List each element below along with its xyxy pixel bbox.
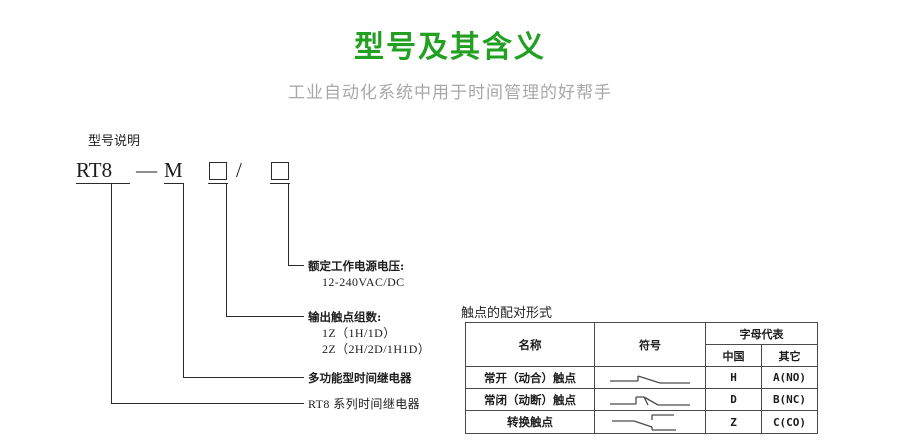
no-contact-icon xyxy=(610,374,690,384)
table-header-row-2: 中国 其它 xyxy=(466,344,818,367)
callout-output-contacts-title: 输出触点组数: xyxy=(308,310,382,324)
header-other: 其它 xyxy=(761,344,818,367)
code-type: M xyxy=(164,158,183,182)
callout-multifunction-timer: 多功能型时间继电器 xyxy=(308,371,412,385)
row-nc-other: B(NC) xyxy=(761,388,818,411)
row-no-other: A(NO) xyxy=(761,366,818,389)
leader-line-series-vertical xyxy=(111,184,112,403)
header-symbol: 符号 xyxy=(594,322,706,367)
table-header-row-1: 名称 符号 字母代表 xyxy=(465,322,818,367)
table-row: 常开（动合）触点 H A(NO) xyxy=(465,366,818,389)
callout-output-contacts-line1: 1Z（1H/1D） xyxy=(322,326,396,340)
row-co-china: Z xyxy=(705,410,762,434)
contact-pairing-table: 名称 符号 字母代表 中国 其它 常开（动合）触点 H A(NO) 常闭（动断 xyxy=(465,322,818,434)
callout-rt8-series: RT8 系列时间继电器 xyxy=(308,397,421,411)
row-co-name: 转换触点 xyxy=(465,410,595,434)
underline-type xyxy=(164,183,184,184)
leader-line-series-horizontal xyxy=(111,403,304,404)
leader-line-type-vertical xyxy=(183,184,184,377)
page-subtitle: 工业自动化系统中用于时间管理的好帮手 xyxy=(288,83,612,103)
model-code-row: RT8 — M / xyxy=(76,158,416,188)
row-nc-name: 常闭（动断）触点 xyxy=(465,388,595,411)
row-no-name: 常开（动合）触点 xyxy=(465,366,595,389)
page-title: 型号及其含义 xyxy=(354,30,546,65)
leader-line-contacts-vertical xyxy=(226,184,227,316)
table-row: 转换触点 Z C(CO) xyxy=(465,410,818,434)
leader-line-voltage-horizontal xyxy=(288,265,304,266)
contact-table-caption: 触点的配对形式 xyxy=(461,306,553,321)
header-letter-group: 字母代表 xyxy=(705,322,818,345)
code-box-contacts xyxy=(209,162,227,180)
leader-line-voltage-vertical xyxy=(288,184,289,265)
row-co-other: C(CO) xyxy=(761,410,818,434)
code-series: RT8 xyxy=(76,158,113,182)
underline-box2 xyxy=(270,183,290,184)
callout-rated-voltage-value: 12-240VAC/DC xyxy=(322,275,405,289)
callout-rated-voltage-title: 额定工作电源电压: xyxy=(308,259,405,273)
co-contact-icon xyxy=(612,414,676,431)
row-nc-symbol xyxy=(594,388,706,411)
row-no-china: H xyxy=(705,366,762,389)
row-no-symbol xyxy=(594,366,706,389)
header-china: 中国 xyxy=(705,344,762,367)
model-section-label: 型号说明 xyxy=(88,134,141,149)
nc-contact-icon xyxy=(610,395,690,406)
code-dash: — xyxy=(136,158,157,182)
row-co-symbol xyxy=(594,410,706,434)
code-slash: / xyxy=(236,158,242,182)
callout-output-contacts-line2: 2Z（2H/2D/1H1D） xyxy=(322,342,431,356)
underline-box1 xyxy=(208,183,228,184)
table-row: 常闭（动断）触点 D B(NC) xyxy=(465,388,818,411)
leader-line-type-horizontal xyxy=(183,377,304,378)
code-box-voltage xyxy=(271,162,289,180)
leader-line-contacts-horizontal xyxy=(226,316,304,317)
row-nc-china: D xyxy=(705,388,762,411)
header-name: 名称 xyxy=(465,322,595,367)
underline-series xyxy=(76,183,130,184)
